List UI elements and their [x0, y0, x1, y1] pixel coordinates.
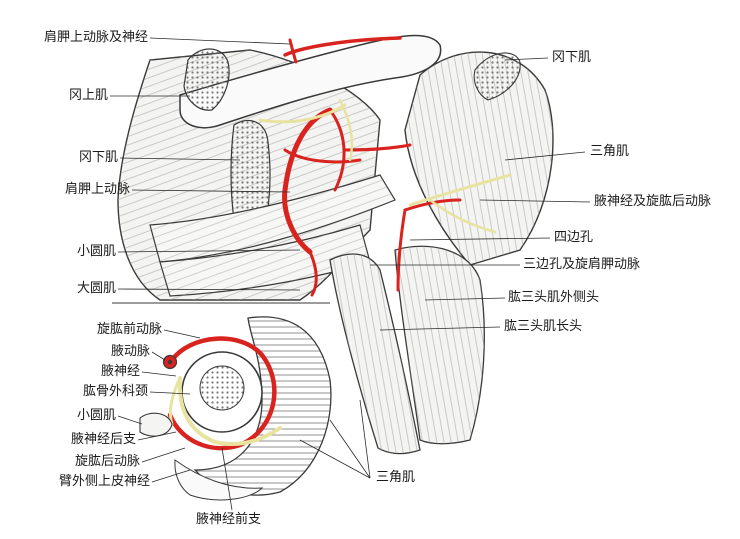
supraspinatus-cut-end — [183, 48, 230, 111]
label-teres-minor-lower: 小圆肌 — [76, 408, 116, 423]
label-suprascapular-a-n: 肩胛上动脉及神经 — [43, 30, 148, 45]
label-deltoid-upper: 三角肌 — [590, 144, 630, 159]
nerves-upper — [258, 98, 512, 234]
teres-minor-section — [139, 412, 173, 437]
label-surgical-neck: 肱骨外科颈 — [82, 384, 148, 399]
label-suprascapular-artery: 肩胛上动脉 — [64, 182, 130, 197]
label-axillary-artery: 腋动脉 — [110, 344, 150, 359]
axillary-nerve-loop — [177, 376, 282, 447]
label-deltoid-lower: 三角肌 — [376, 470, 416, 485]
label-supraspinatus: 冈上肌 — [68, 88, 108, 103]
infraspinatus-right-cut — [473, 52, 521, 101]
label-axillary-n-posterior-branch: 腋神经后支 — [70, 432, 136, 447]
arteries-upper — [282, 36, 462, 297]
label-infraspinatus-right: 冈下肌 — [552, 50, 592, 65]
label-anterior-circumflex-humeral-a: 旋肱前动脉 — [96, 322, 162, 337]
lower-skin-area — [174, 459, 264, 501]
posterior-shoulder-dissection — [117, 34, 554, 455]
label-triceps-lateral-head: 肱三头肌外侧头 — [508, 290, 600, 305]
leader-lines — [110, 37, 591, 511]
label-superior-lateral-cutaneous-n: 臂外侧上皮神经 — [58, 474, 150, 489]
label-quadrangular-space: 四边孔 — [554, 230, 594, 245]
label-axillary-n-posterior-circumflex: 腋神经及旋肱后动脉 — [594, 194, 712, 209]
label-infraspinatus-left: 冈下肌 — [78, 150, 118, 165]
humerus-marrow — [199, 365, 245, 411]
circumflex-artery-loop — [167, 336, 277, 451]
label-teres-minor-upper: 小圆肌 — [76, 244, 116, 259]
label-posterior-circumflex-humeral-a: 旋肱后动脉 — [74, 454, 140, 469]
label-axillary-nerve: 腋神经 — [100, 364, 140, 379]
label-axillary-n-anterior-branch: 腋神经前支 — [196, 512, 262, 527]
cross-section-inset — [139, 316, 332, 501]
label-triangular-space: 三边孔及旋肩胛动脉 — [523, 257, 641, 272]
label-triceps-long-head: 肱三头肌长头 — [504, 319, 583, 334]
label-teres-major: 大圆肌 — [76, 281, 116, 296]
